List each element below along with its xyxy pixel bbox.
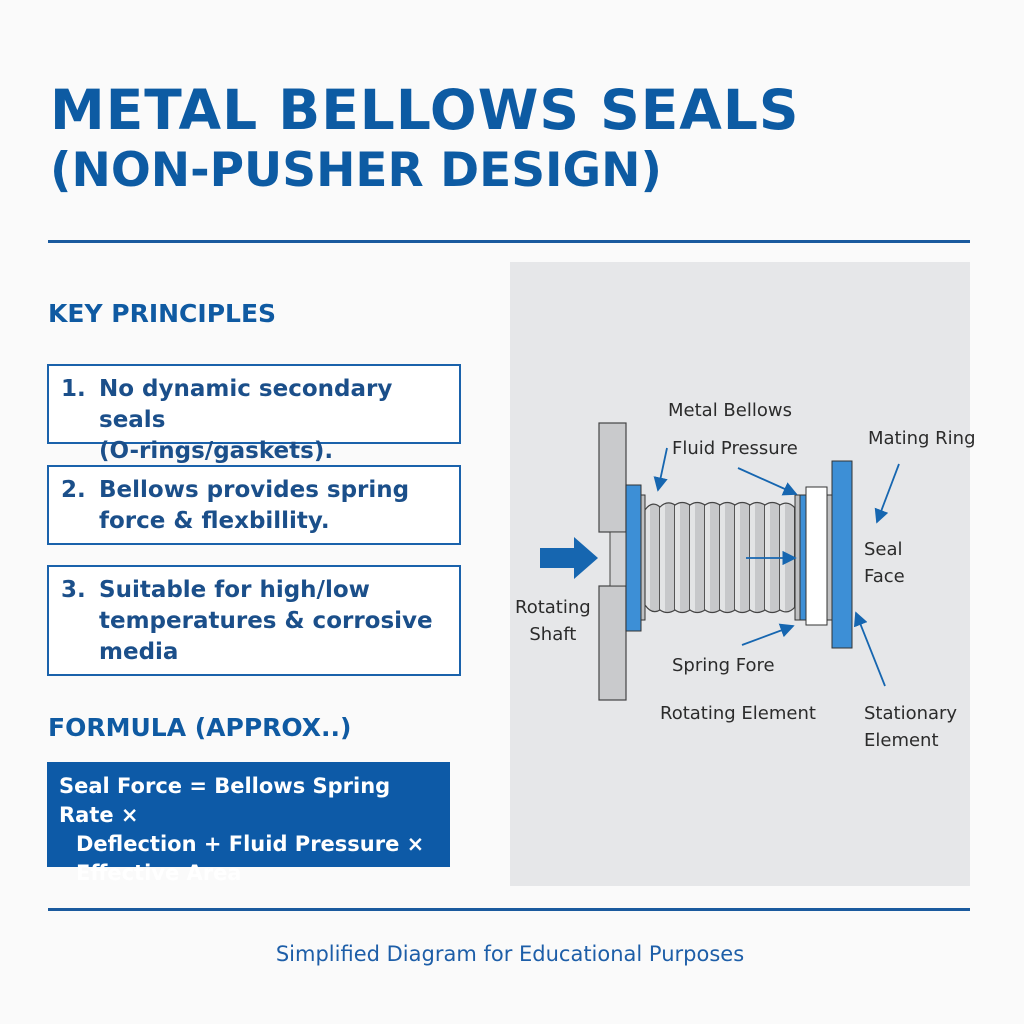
page-subtitle: (NON-PUSHER DESIGN)	[50, 143, 662, 198]
principle-box-2: 2. Bellows provides spring force & flexbi…	[47, 465, 461, 545]
label-line: Stationary	[864, 703, 958, 724]
label-spring-force: Spring Fore	[672, 655, 775, 676]
principle-number: 2.	[61, 477, 86, 503]
principle-box-3: 3. Suitable for high/low temperatures & c…	[47, 565, 461, 676]
key-principles-heading: KEY PRINCIPLES	[48, 299, 277, 328]
principle-text: temperatures & corrosive	[99, 608, 433, 634]
label-fluid-pressure: Fluid Pressure	[672, 438, 798, 459]
formula-heading: FORMULA (APPROX..)	[48, 713, 352, 742]
principle-text: (O-rings/gaskets).	[99, 438, 334, 464]
footer-caption: Simplified Diagram for Educational Purpo…	[275, 942, 745, 966]
label-line: Element	[864, 730, 939, 751]
principle-box-1: 1. No dynamic secondary seals (O-rings/ga…	[47, 364, 461, 464]
principle-number: 3.	[61, 577, 86, 603]
page-title: METAL BELLOWS SEALS	[50, 78, 800, 142]
principle-text: media	[99, 639, 179, 665]
formula-line: Seal Force = Bellows Spring Rate ×	[59, 774, 391, 827]
rotating-flange	[625, 484, 642, 632]
seal-face	[805, 486, 828, 626]
formula-line: Effective Area	[76, 861, 242, 885]
label-mating-ring: Mating Ring	[868, 428, 976, 449]
label-line: Rotating	[515, 597, 591, 618]
principle-text: Suitable for high/low	[99, 577, 370, 603]
principle-number: 1.	[61, 376, 86, 402]
formula-box: Seal Force = Bellows Spring Rate × Defle…	[47, 762, 450, 885]
principle-text: No dynamic secondary seals	[99, 376, 393, 433]
bottom-divider	[48, 908, 970, 911]
thrust-arrow-icon	[540, 537, 598, 579]
label-line: Face	[864, 566, 905, 587]
label-rotating-element: Rotating Element	[660, 703, 816, 724]
label-line: Shaft	[529, 624, 577, 645]
label-line: Seal	[864, 539, 903, 560]
seal-face-ring	[799, 494, 807, 621]
principle-text: Bellows provides spring	[99, 477, 410, 503]
label-metal-bellows: Metal Bellows	[668, 400, 792, 421]
pointer-arrows	[653, 447, 900, 687]
rotating-shaft-plate	[598, 422, 627, 701]
top-divider	[48, 240, 970, 243]
formula-line: Deflection + Fluid Pressure ×	[76, 832, 425, 856]
mating-ring	[831, 460, 853, 649]
principle-text: force & flexbillity.	[99, 508, 330, 534]
